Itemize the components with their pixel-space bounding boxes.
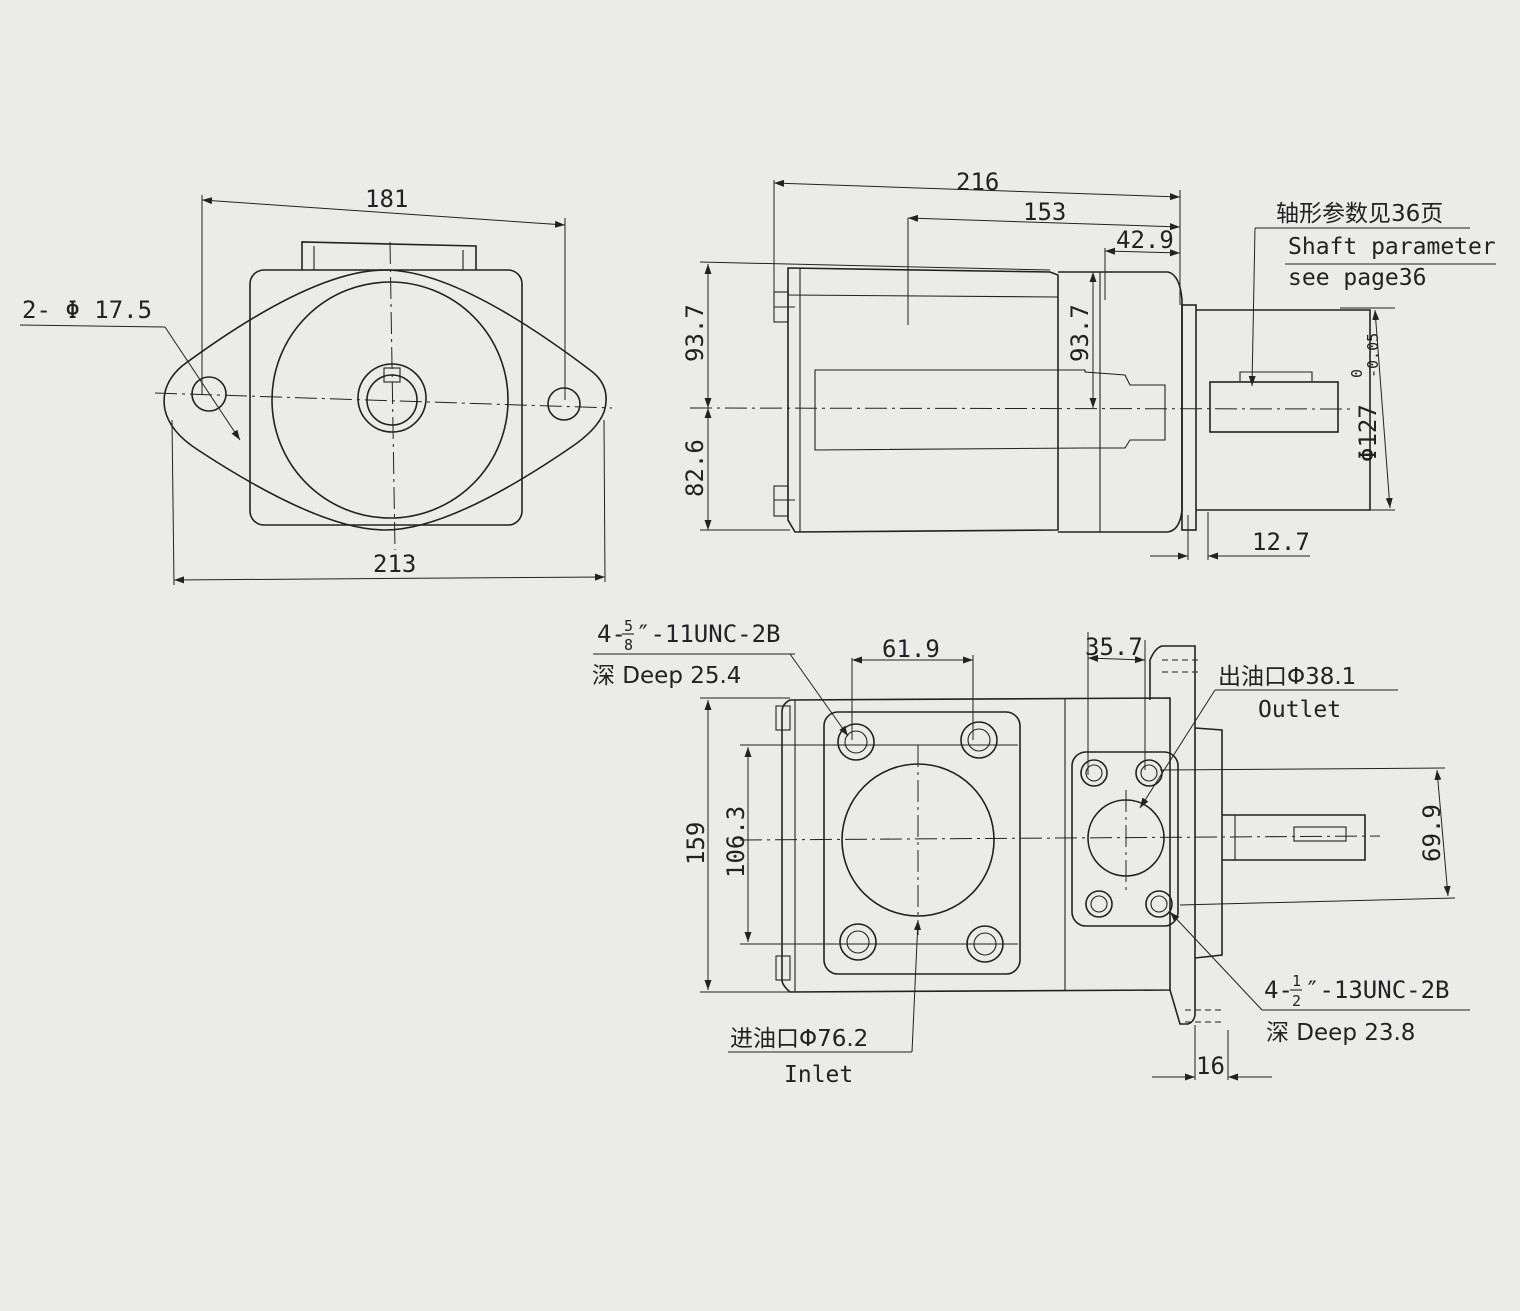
inlet-bolt-hole <box>837 723 875 761</box>
side-shaft-key <box>1239 371 1313 382</box>
inlet-bolt-holes <box>837 721 1004 963</box>
outlet-bolt-hole <box>1080 759 1108 787</box>
outlet-callout: 出油口Φ38.1 Outlet <box>1139 664 1398 809</box>
dim-pilot-tol-upper: 0 <box>1348 369 1366 378</box>
outlet-bolt-hole <box>1085 890 1113 918</box>
outlet-leader <box>1139 689 1216 809</box>
side-port-bottom <box>773 485 789 517</box>
outlet-bolt-holes <box>1080 759 1173 918</box>
inlet-thread-depth: 深 Deep 25.4 <box>592 663 741 689</box>
side-view: 216 153 42.9 93.7 82.6 93.7 Φ127 0 -0.05 <box>681 168 1496 560</box>
dim-181-text: 181 <box>365 185 408 213</box>
front-top-tab <box>301 241 477 270</box>
outlet-thread-callout: 4- 1 2 ″-13UNC-2B 深 Deep 23.8 <box>1169 911 1470 1046</box>
bottom-shaft <box>1222 814 1366 861</box>
inlet-thread-den: 8 <box>624 636 633 654</box>
front-horizontal-centerline <box>154 392 613 409</box>
inlet-label-en: Inlet <box>784 1062 853 1088</box>
shaft-note-leader <box>1248 227 1256 387</box>
outlet-thread-den: 2 <box>1292 992 1301 1010</box>
dim-pilot-tol-lower: -0.05 <box>1364 333 1382 378</box>
dim-42.9-line <box>1104 247 1181 257</box>
side-shaft <box>1209 381 1339 433</box>
side-flange <box>1181 304 1197 531</box>
outlet-bolt-hole <box>1135 759 1163 787</box>
bottom-shaft-key <box>1293 826 1347 842</box>
front-mount-hole-right <box>547 387 581 421</box>
inlet-leader <box>911 919 922 1053</box>
dim-42.9-text: 42.9 <box>1116 226 1174 254</box>
outlet-thread-depth: 深 Deep 23.8 <box>1266 1020 1415 1046</box>
shaft-note-en-1: Shaft parameter <box>1288 234 1496 260</box>
inlet-thread-leader <box>789 653 849 737</box>
bottom-port-top <box>775 705 791 731</box>
side-pilot <box>1196 309 1371 511</box>
bottom-pilot <box>1194 727 1223 959</box>
mount-hole-leader <box>164 326 241 441</box>
dim-93.7-left-text: 93.7 <box>681 304 709 362</box>
dim-153-text: 153 <box>1023 198 1066 226</box>
bottom-view: 61.9 35.7 159 106.3 69.9 16 4- 5 8 <box>592 617 1470 1088</box>
front-vertical-centerline <box>389 241 396 551</box>
inlet-thread-rest: ″-11UNC-2B <box>636 620 781 648</box>
outlet-thread-prefix: 4- <box>1264 976 1293 1004</box>
bottom-port-bottom <box>775 955 791 981</box>
mount-hole-label: 2- Φ 17.5 <box>22 296 152 324</box>
inlet-flange-pad <box>823 711 1021 975</box>
inlet-callout: 进油口Φ76.2 Inlet <box>728 919 922 1088</box>
outlet-label-cn: 出油口Φ38.1 <box>1218 664 1356 690</box>
outlet-bolt-hole <box>1145 890 1173 918</box>
inlet-bolt-hole <box>966 925 1004 963</box>
inlet-bolt-hole <box>960 721 998 759</box>
dim-69.9-line <box>1434 769 1451 897</box>
inlet-bolt-hole <box>839 923 877 961</box>
dim-12.7-text: 12.7 <box>1252 528 1310 556</box>
dim-213-text: 213 <box>373 550 416 578</box>
bottom-rear-flange <box>1149 645 1196 1025</box>
side-centerline <box>689 407 1351 410</box>
front-view: 181 213 2- Φ 17.5 <box>19 185 613 586</box>
dim-216-text: 216 <box>956 168 999 196</box>
dim-159-text: 159 <box>682 822 710 865</box>
front-flange <box>163 269 607 531</box>
dim-61.9-text: 61.9 <box>882 635 940 663</box>
dim-82.6-text: 82.6 <box>681 439 709 497</box>
shaft-note-cn: 轴形参数见36页 <box>1276 201 1443 227</box>
dim-pilot-label: Φ127 0 -0.05 <box>1348 333 1382 462</box>
dim-153-line <box>907 214 1181 231</box>
inlet-thread-callout: 4- 5 8 ″-11UNC-2B 深 Deep 25.4 <box>592 617 849 737</box>
dim-69.9-text: 69.9 <box>1418 804 1446 862</box>
dim-16-text: 16 <box>1196 1052 1225 1080</box>
dim-35.7-line <box>1087 654 1146 664</box>
outlet-flange-pad <box>1071 751 1179 927</box>
dim-213-line <box>173 573 606 584</box>
dim-216-line <box>773 179 1181 201</box>
dim-pilot-line <box>1372 309 1393 509</box>
inlet-thread-num: 5 <box>624 617 633 635</box>
outlet-thread-num: 1 <box>1292 972 1301 990</box>
outlet-thread-rest: ″-13UNC-2B <box>1305 976 1450 1004</box>
side-inner-cavity <box>814 369 1166 451</box>
side-body <box>787 267 1059 533</box>
dim-106.3-text: 106.3 <box>722 806 750 878</box>
front-pilot-circle <box>271 281 509 519</box>
bottom-centerline <box>739 835 1381 841</box>
dim-93.7-inner-text: 93.7 <box>1066 304 1094 362</box>
shaft-note-en-2: see page36 <box>1288 265 1426 291</box>
dim-181-line <box>201 197 566 228</box>
inlet-label-cn: 进油口Φ76.2 <box>730 1026 868 1052</box>
front-body-outline <box>249 269 523 526</box>
dim-pilot-text: Φ127 <box>1354 404 1382 462</box>
dim-35.7-text: 35.7 <box>1085 633 1143 661</box>
outlet-thread-leader <box>1169 911 1263 1011</box>
inlet-thread-prefix: 4- <box>597 620 626 648</box>
outlet-label-en: Outlet <box>1258 697 1341 723</box>
